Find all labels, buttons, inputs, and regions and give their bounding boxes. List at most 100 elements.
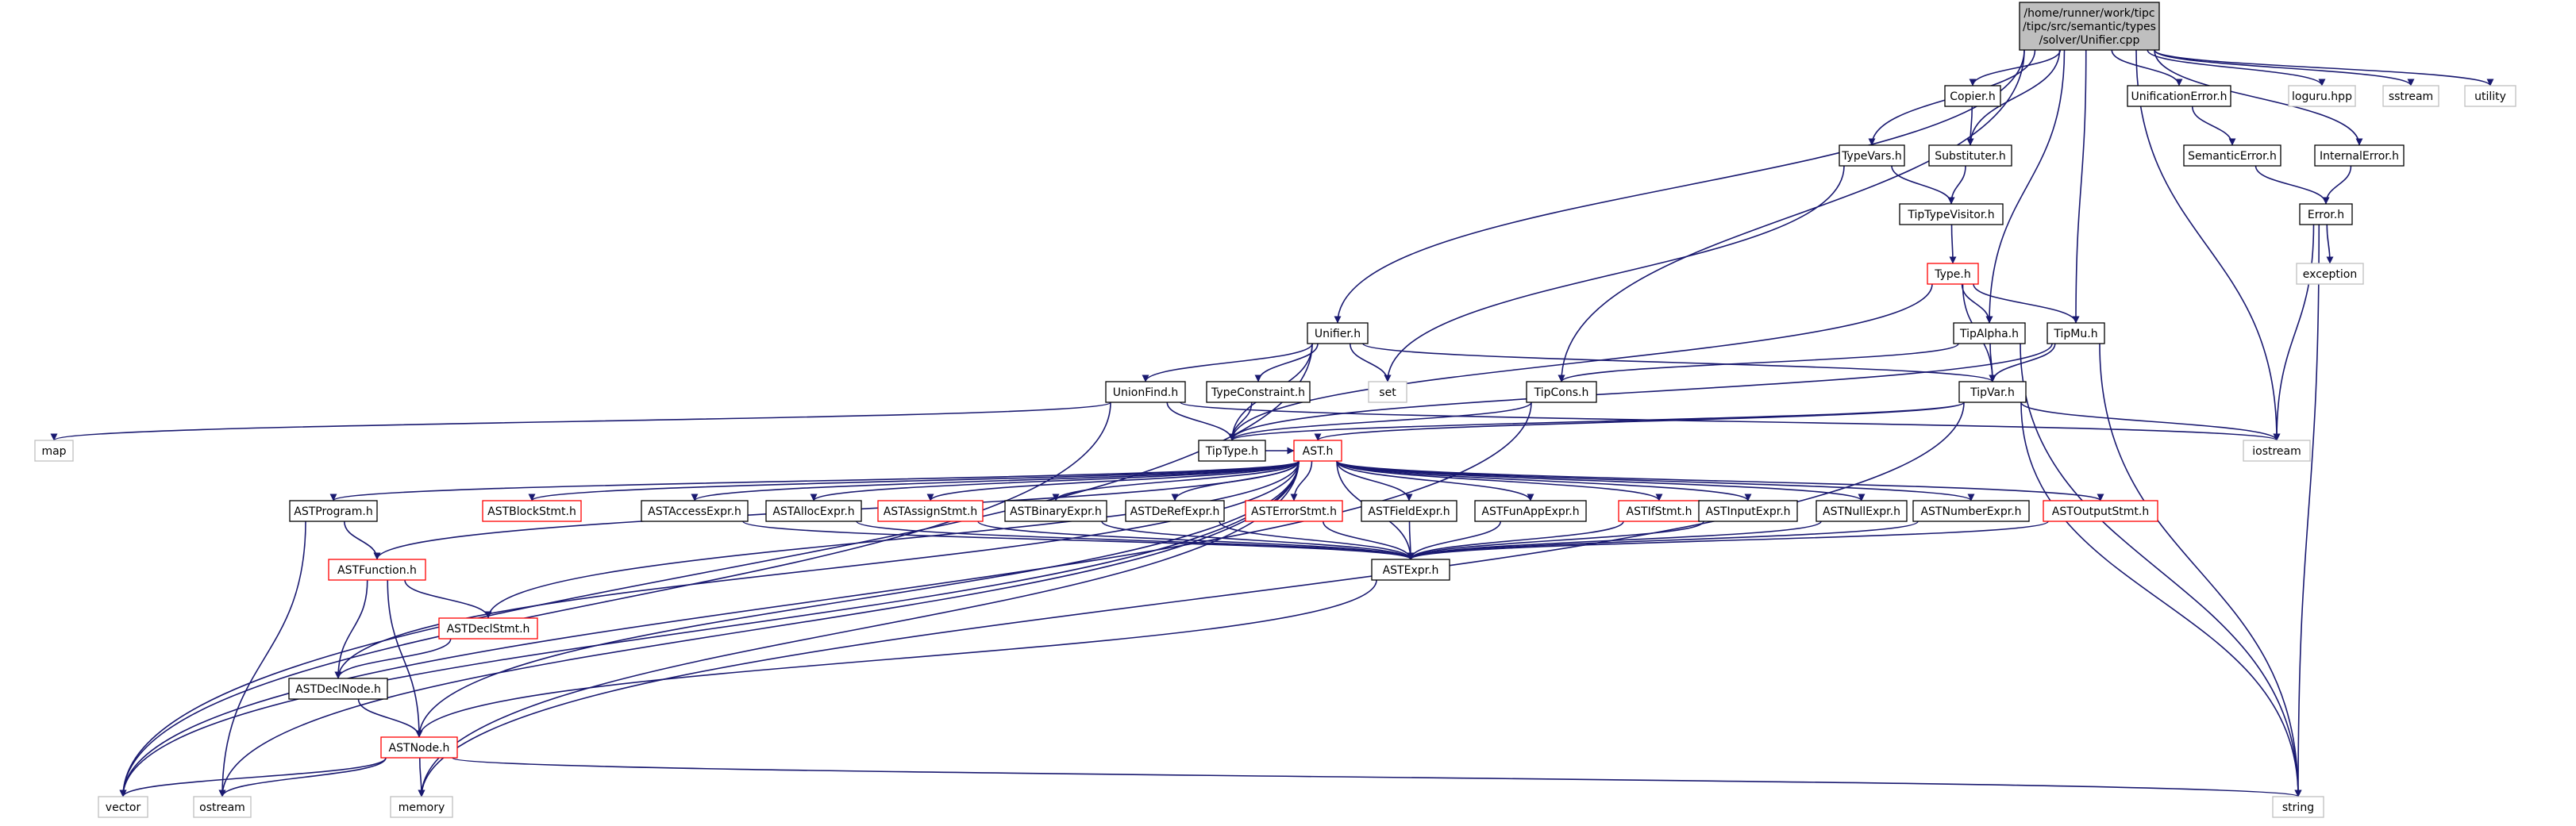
edge-ast-to-astfunappexpr: [1336, 460, 1534, 501]
node-label: loguru.hpp: [2292, 90, 2352, 103]
node-exception[interactable]: exception: [2296, 263, 2364, 285]
node-sstream[interactable]: sstream: [2382, 85, 2439, 107]
node-label: exception: [2303, 268, 2357, 281]
edge-root-to-sstream: [2154, 49, 2415, 86]
edge-astdeclnode-to-astnode: [357, 698, 423, 738]
node-box: [1368, 381, 1407, 403]
node-astnumberexpr[interactable]: ASTNumberExpr.h: [1912, 500, 2030, 522]
edge-ast-to-astifstmt: [1336, 460, 1663, 501]
node-box: [1361, 500, 1457, 522]
edge-tipvar-to-memory: [418, 401, 1965, 797]
node-label: TipVar.h: [1970, 386, 2015, 399]
edge-typevars-to-tiptypevisitor: [1891, 165, 1955, 205]
node-asterrorstmt[interactable]: ASTErrorStmt.h: [1245, 500, 1343, 522]
edge-tipvar-to-ast: [1314, 401, 1965, 441]
edge-ast-to-astallocexpr: [810, 460, 1300, 501]
node-iostream[interactable]: iostream: [2243, 440, 2311, 462]
node-typeh[interactable]: Type.h: [1927, 263, 1979, 285]
node-label: ASTNumberExpr.h: [1920, 505, 2021, 518]
node-string[interactable]: string: [2272, 796, 2324, 818]
node-box: [1912, 500, 2030, 522]
node-astassignstmt[interactable]: ASTAssignStmt.h: [877, 500, 984, 522]
node-ostream[interactable]: ostream: [193, 796, 252, 818]
node-box: [289, 500, 378, 522]
edge-root-to-loguru: [2147, 49, 2326, 86]
node-astfunappexpr[interactable]: ASTFunAppExpr.h: [1474, 500, 1587, 522]
node-tipalpha[interactable]: TipAlpha.h: [1953, 322, 2026, 344]
node-label: ASTErrorStmt.h: [1251, 505, 1337, 518]
node-copier[interactable]: Copier.h: [1944, 85, 2001, 107]
node-astdeclstmt[interactable]: ASTDeclStmt.h: [438, 617, 538, 640]
node-internalerror[interactable]: InternalError.h: [2314, 144, 2405, 167]
node-unifier[interactable]: Unifier.h: [1307, 322, 1369, 344]
node-box: [1293, 440, 1342, 462]
edge-root-to-tipcons: [1558, 49, 2025, 382]
node-astderefexpr[interactable]: ASTDeRefExpr.h: [1125, 500, 1225, 522]
edge-ast-to-astinputexpr: [1336, 460, 1752, 501]
node-error[interactable]: Error.h: [2299, 203, 2353, 225]
edge-ast-to-asterrorstmt: [1290, 460, 1313, 501]
node-astifstmt[interactable]: ASTIfStmt.h: [1618, 500, 1700, 522]
node-astexpr[interactable]: ASTExpr.h: [1371, 559, 1450, 581]
node-tipcons[interactable]: TipCons.h: [1526, 381, 1597, 403]
edge-astderefexpr-to-astexpr: [1219, 521, 1415, 560]
node-label: TipAlpha.h: [1959, 328, 2019, 340]
edge-astfieldexpr-to-astexpr: [1407, 521, 1415, 560]
node-astfunction[interactable]: ASTFunction.h: [328, 559, 426, 581]
node-astfieldexpr[interactable]: ASTFieldExpr.h: [1361, 500, 1457, 522]
edge-error-to-iostream: [2273, 224, 2315, 441]
node-tipvar[interactable]: TipVar.h: [1958, 381, 2027, 403]
node-label: /home/runner/work/tipc/tipc/src/semantic…: [2023, 7, 2156, 47]
node-vector[interactable]: vector: [98, 796, 148, 818]
edge-typeh-to-tiptype: [1228, 283, 1933, 441]
node-map[interactable]: map: [34, 440, 74, 462]
node-set[interactable]: set: [1368, 381, 1407, 403]
edge-astnode-to-memory: [418, 757, 425, 797]
node-astinputexpr[interactable]: ASTInputExpr.h: [1698, 500, 1798, 522]
node-semanticerror[interactable]: SemanticError.h: [2183, 144, 2281, 167]
edge-tipalpha-to-tipcons: [1558, 343, 1959, 382]
edge-ast-to-astnullexpr: [1336, 460, 1866, 501]
node-astaccessexpr[interactable]: ASTAccessExpr.h: [641, 500, 749, 522]
edge-root-to-unifier: [1334, 49, 2025, 324]
node-tipmu[interactable]: TipMu.h: [2047, 322, 2105, 344]
node-memory[interactable]: memory: [390, 796, 453, 818]
node-astbinaryexpr[interactable]: ASTBinaryExpr.h: [1004, 500, 1107, 522]
node-astdeclnode[interactable]: ASTDeclNode.h: [288, 678, 388, 700]
node-loguru[interactable]: loguru.hpp: [2288, 85, 2356, 107]
node-label: sstream: [2389, 90, 2433, 103]
node-astnullexpr[interactable]: ASTNullExpr.h: [1816, 500, 1908, 522]
node-label: UnionFind.h: [1113, 386, 1178, 399]
node-astblockstmt[interactable]: ASTBlockStmt.h: [482, 500, 582, 522]
node-label: ASTNullExpr.h: [1823, 505, 1900, 518]
node-root[interactable]: /home/runner/work/tipc/tipc/src/semantic…: [2019, 2, 2160, 51]
node-label: ASTBlockStmt.h: [487, 505, 576, 518]
node-unificationerror[interactable]: UnificationError.h: [2127, 85, 2231, 107]
node-ast[interactable]: AST.h: [1293, 440, 1342, 462]
node-unionfind[interactable]: UnionFind.h: [1105, 381, 1186, 403]
node-astallocexpr[interactable]: ASTAllocExpr.h: [765, 500, 862, 522]
node-box: [288, 678, 388, 700]
node-utility[interactable]: utility: [2464, 85, 2516, 107]
edge-astprogram-to-astfunction: [343, 521, 381, 560]
nodes-layer: /home/runner/work/tipc/tipc/src/semantic…: [34, 2, 2516, 818]
node-tiptypevisitor[interactable]: TipTypeVisitor.h: [1899, 203, 2004, 225]
node-tiptype[interactable]: TipType.h: [1198, 440, 1266, 462]
node-typevars[interactable]: TypeVars.h: [1839, 144, 1905, 167]
node-astprogram[interactable]: ASTProgram.h: [289, 500, 378, 522]
node-astoutputstmt[interactable]: ASTOutputStmt.h: [2043, 500, 2158, 522]
edge-ast-to-astblockstmt: [528, 460, 1300, 501]
node-box: [328, 559, 426, 581]
node-box: [1307, 322, 1369, 344]
edge-astbinaryexpr-to-astexpr: [1101, 521, 1415, 560]
node-typeconstraint[interactable]: TypeConstraint.h: [1206, 381, 1311, 403]
node-box: [193, 796, 252, 818]
node-label: Copier.h: [1950, 90, 1996, 103]
edge-typeh-to-tipmu: [1973, 283, 2080, 324]
edge-astaccessexpr-to-astexpr: [742, 521, 1415, 560]
node-box: [2019, 2, 2160, 51]
node-astnode[interactable]: ASTNode.h: [380, 736, 458, 759]
node-label: ASTOutputStmt.h: [2052, 505, 2149, 518]
node-substituter[interactable]: Substituter.h: [1928, 144, 2012, 167]
node-box: [1839, 144, 1905, 167]
